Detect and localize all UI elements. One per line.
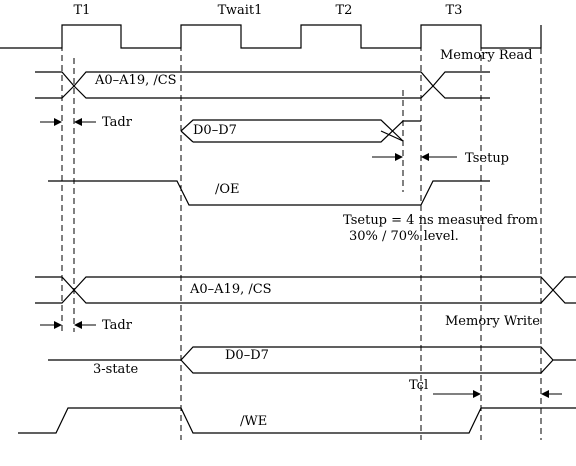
write-data-label: D0–D7	[225, 348, 269, 363]
read-data-label: D0–D7	[193, 123, 237, 138]
write-three-state-label: 3-state	[93, 362, 139, 377]
tsetup-arrowhead-left	[395, 153, 403, 161]
tcl-arrowhead-left	[473, 390, 481, 398]
memory-write-title: Memory Write	[445, 314, 540, 329]
tsetup-arrowhead-right	[421, 153, 429, 161]
tsetup-note-line1: Tsetup = 4 ns measured from	[343, 213, 538, 228]
read-data-bus	[180, 119, 421, 143]
write-we-signal	[18, 407, 576, 434]
read-address-bus	[35, 71, 490, 99]
write-address-label: A0–A19, /CS	[189, 282, 272, 297]
tcl-label: Tcl	[409, 378, 428, 393]
write-tadr-arrowhead-right	[74, 321, 82, 329]
read-tadr-arrowhead-right	[74, 118, 82, 126]
read-address-label: A0–A19, /CS	[94, 73, 177, 88]
read-tadr-label: Tadr	[102, 115, 133, 130]
memory-read-title: Memory Read	[440, 48, 532, 63]
cycle-label-t3: T3	[446, 3, 463, 18]
cycle-label-t1: T1	[74, 3, 91, 18]
write-tadr-label: Tadr	[102, 318, 133, 333]
tcl-arrowhead-right	[541, 390, 549, 398]
write-data-bus	[48, 346, 576, 374]
cycle-label-twait1: Twait1	[218, 3, 263, 18]
read-oe-signal	[48, 180, 490, 206]
tsetup-label: Tsetup	[465, 151, 509, 166]
cycle-label-t2: T2	[336, 3, 353, 18]
clock-waveform	[0, 24, 542, 49]
write-we-label: /WE	[240, 414, 267, 429]
write-tadr-arrowhead-left	[54, 321, 62, 329]
tsetup-note-line2: 30% / 70% level.	[349, 229, 459, 244]
read-tadr-arrowhead-left	[54, 118, 62, 126]
write-address-bus	[35, 276, 576, 304]
read-oe-label: /OE	[215, 182, 240, 197]
